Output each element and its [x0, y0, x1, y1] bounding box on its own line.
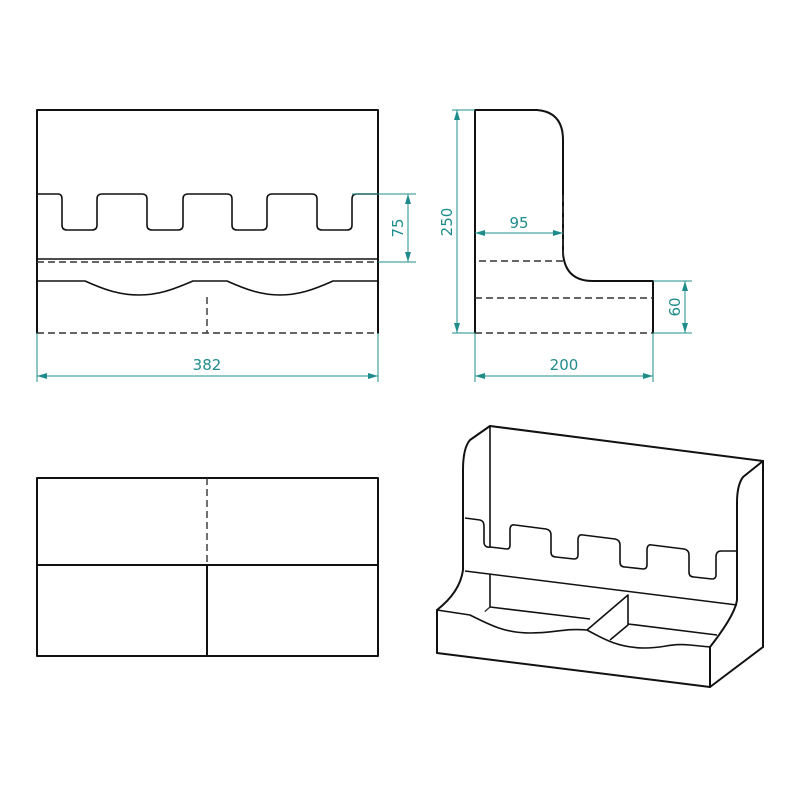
iso-divider [586, 594, 629, 641]
tray-wave-profile [37, 280, 378, 296]
dimension-60: 60 [653, 280, 692, 334]
top-view [36, 477, 379, 657]
iso-front-box [436, 609, 711, 688]
side-outline [474, 109, 654, 334]
isometric-view [436, 425, 764, 688]
dimension-label: 382 [193, 356, 222, 374]
hidden-back-wall [475, 195, 564, 262]
iso-bottom-right [709, 646, 764, 688]
iso-right-side [709, 460, 764, 648]
iso-slot-profile [464, 517, 737, 580]
dimension-75: 75 [352, 193, 416, 263]
dimension-label: 75 [389, 218, 407, 237]
dimension-200: 200 [474, 333, 654, 382]
dimension-382: 382 [36, 333, 379, 382]
dimension-label: 200 [550, 356, 579, 374]
dimension-label: 250 [438, 208, 456, 237]
iso-tray-floor-right [627, 623, 718, 636]
iso-back-top [489, 425, 764, 462]
front-view: 75 382 [36, 109, 416, 382]
dimension-95: 95 [475, 214, 563, 236]
dimension-label: 95 [509, 214, 528, 232]
iso-tray-floor-left [489, 606, 591, 620]
iso-shelf-edge [464, 570, 738, 606]
front-outline [36, 109, 379, 334]
dimension-250: 250 [438, 109, 475, 334]
iso-left-side [436, 425, 491, 611]
iso-hidden-corner [481, 606, 491, 615]
slot-profile [37, 193, 378, 231]
dimension-label: 60 [666, 297, 684, 316]
iso-front-wave [436, 609, 711, 649]
side-view: 250 95 60 200 [438, 109, 692, 382]
